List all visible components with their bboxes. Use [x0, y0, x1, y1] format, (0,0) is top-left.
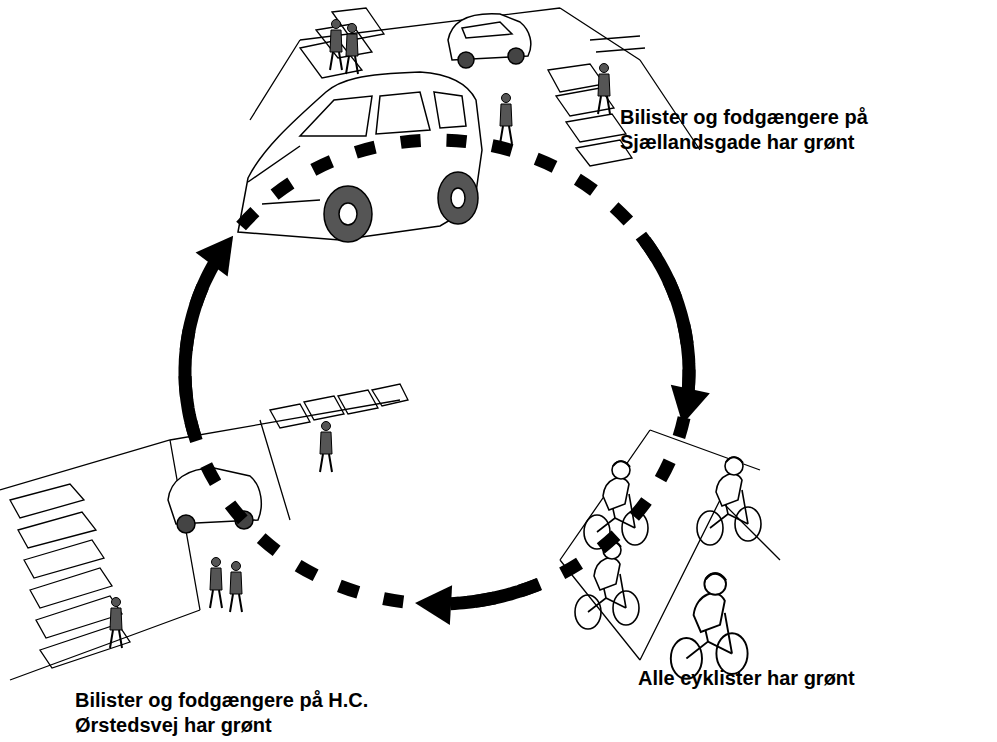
arrow-head	[415, 585, 452, 625]
phase-label: Bilister og fodgængere på Sjællandsgade …	[620, 105, 900, 155]
phase-group: Bilister og fodgængere på H.C. Ørstedsve…	[0, 440, 410, 740]
arrow-head	[671, 385, 710, 424]
cycle-arrow	[415, 584, 539, 625]
arrow-shaft	[641, 236, 689, 393]
cycle-arrow	[641, 236, 710, 425]
phase-group: Alle cyklister har grønt	[545, 430, 905, 698]
phase-label: Alle cyklister har grønt	[638, 666, 900, 691]
phase-label: Bilister og fodgængere på H.C. Ørstedsve…	[75, 688, 405, 738]
arrow-shaft	[450, 584, 539, 604]
arrow-head	[196, 236, 234, 277]
cycle-arrow	[185, 236, 233, 436]
phase-group: Bilister og fodgængere på Sjællandsgade …	[225, 0, 905, 232]
arrow-shaft	[185, 263, 215, 436]
